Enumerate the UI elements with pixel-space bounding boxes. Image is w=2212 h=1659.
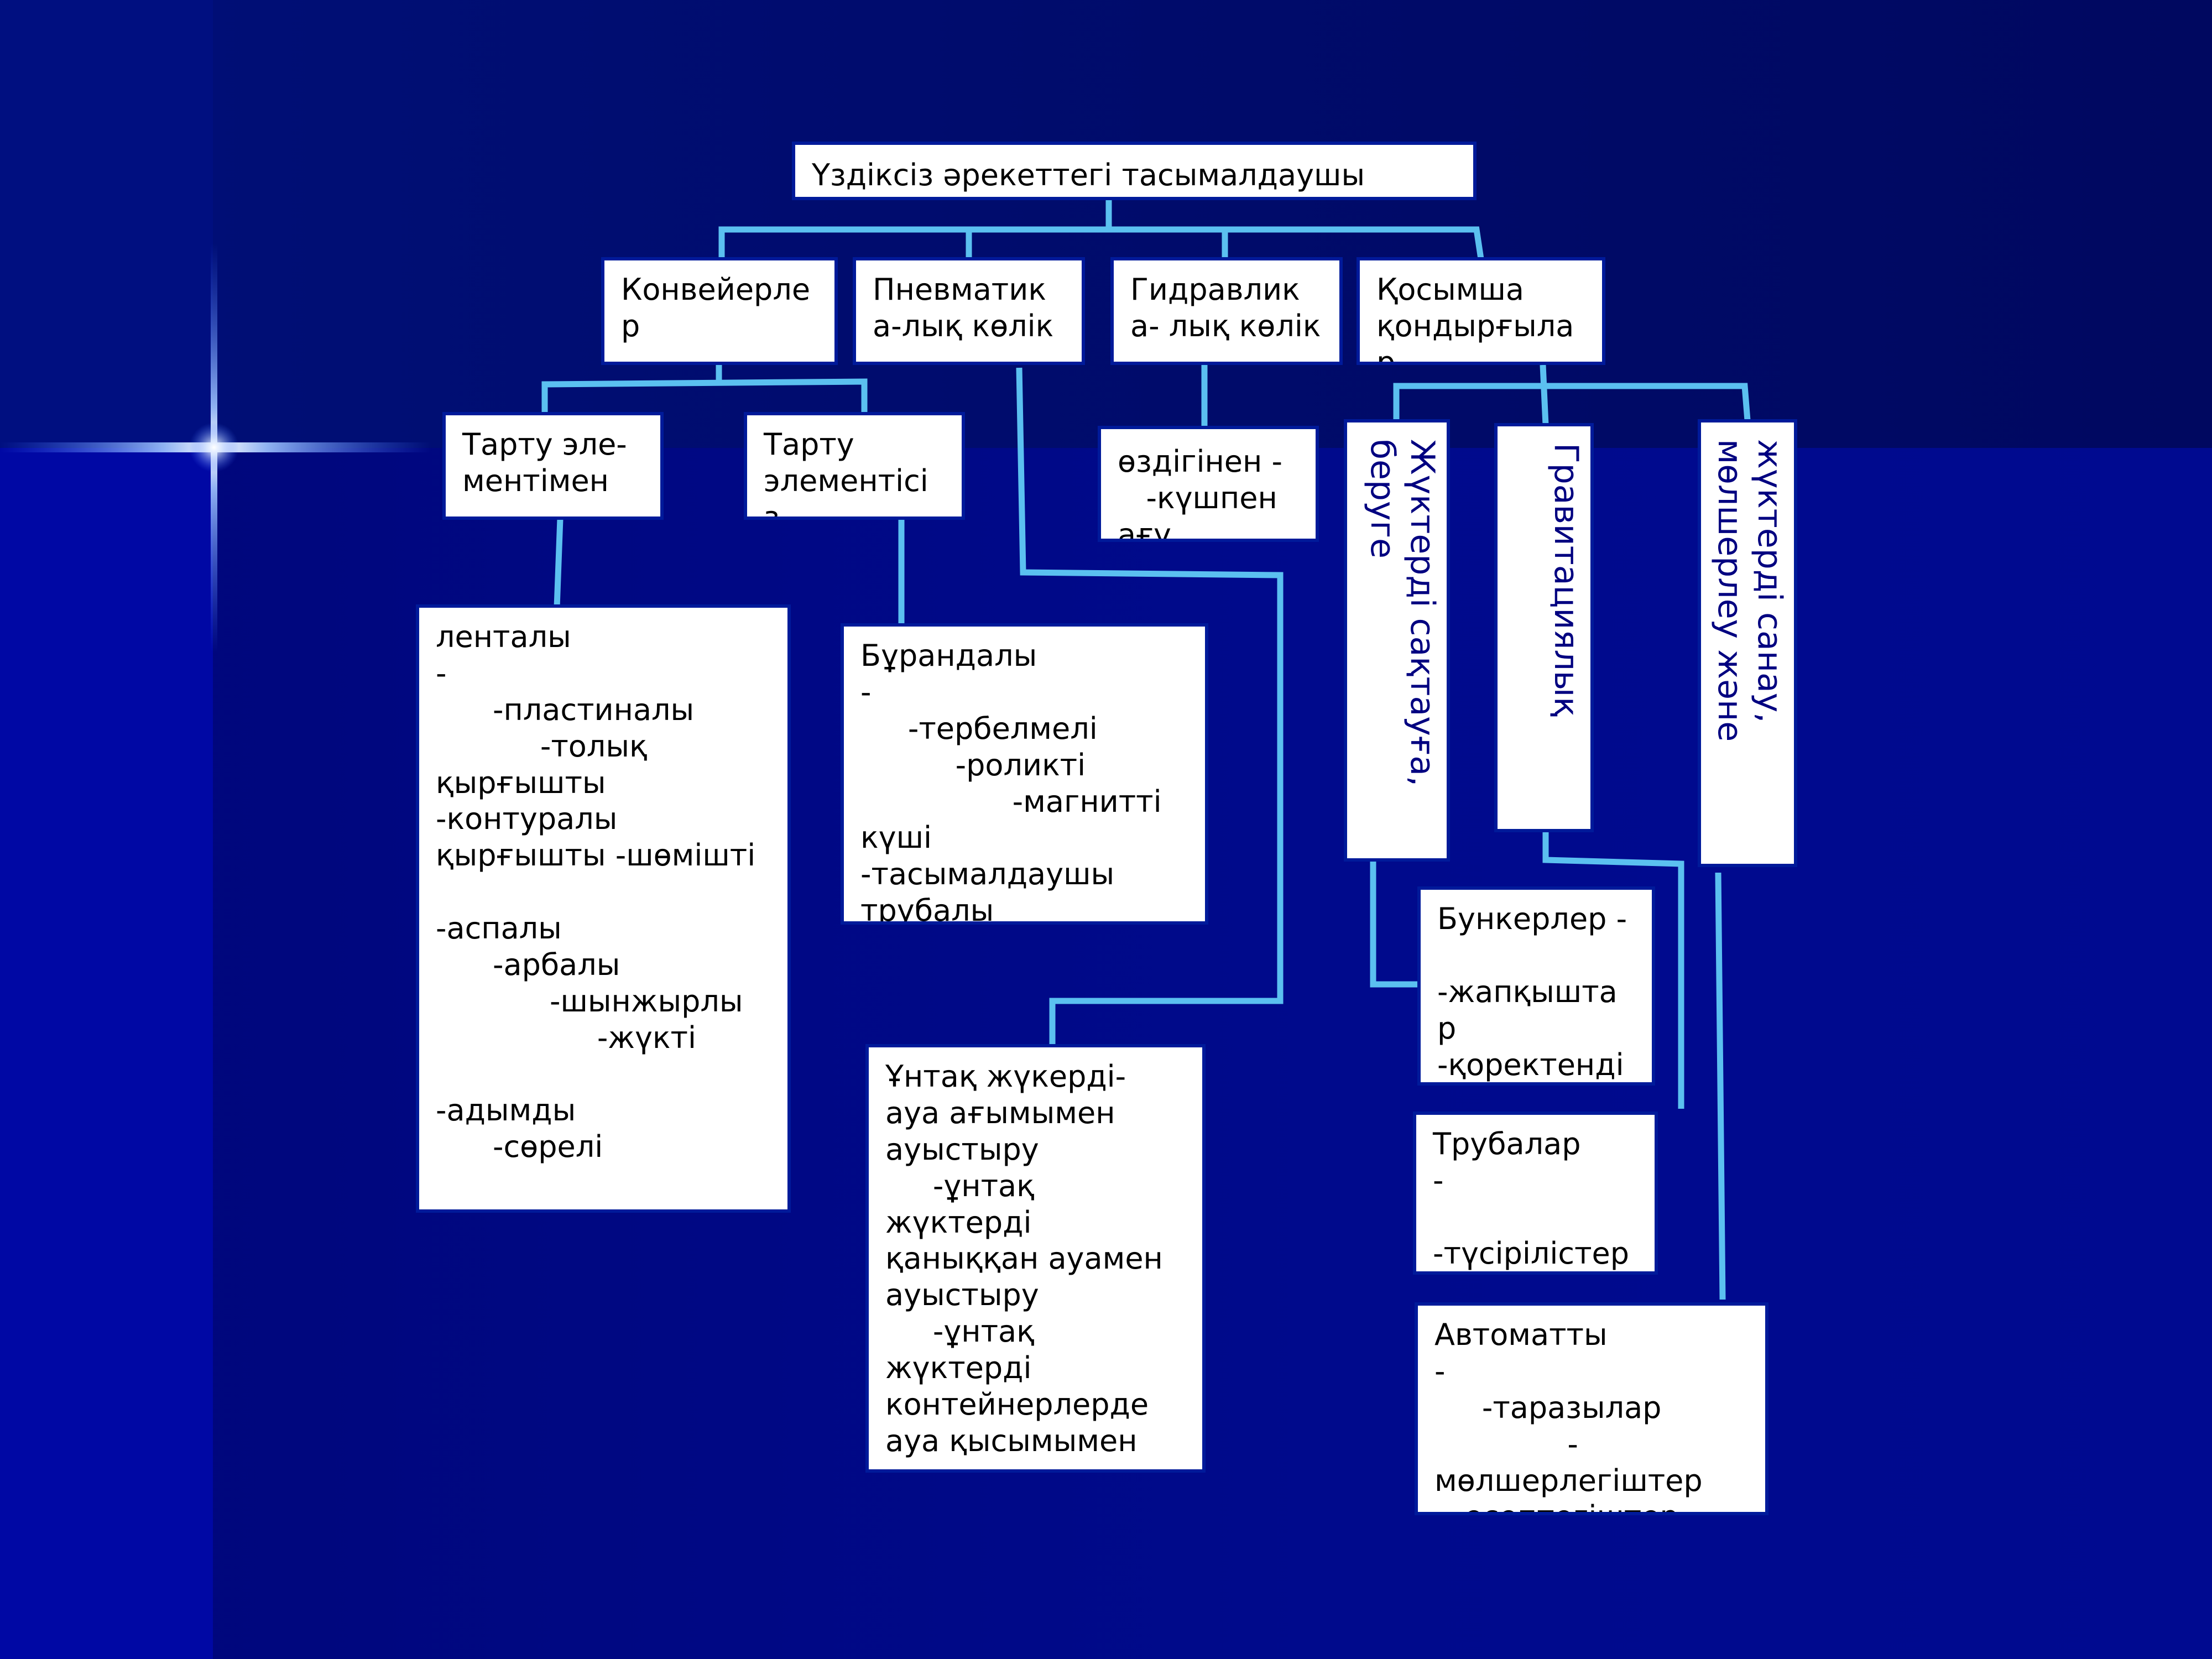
with-traction-element-box: Тарту эле- ментімен [442, 412, 664, 520]
connector-counting-to-automatic [1715, 872, 1726, 1300]
without-traction-element-box: Тарту элементісі з [744, 412, 965, 520]
connector-auxiliary-bus [1393, 383, 1751, 421]
connector-gravity-to-pipes [1542, 832, 1684, 1109]
gravity-vertical-box: Гравитациялық [1494, 423, 1594, 832]
counting-dosing-vertical-box: жүктерді санау, мөлшерлеу және [1698, 419, 1797, 867]
counting-dosing-label: жүктерді санау, мөлшерлеу және [1710, 439, 1789, 742]
connector-storage-to-bunkers [1370, 857, 1418, 988]
gravity-label: Гравитациялық [1547, 443, 1585, 717]
background-left-strip-lower [0, 448, 213, 1659]
auxiliary-equipment-box: Қосымша қондырғыла р [1357, 257, 1605, 365]
pneumatic-transport-box: Пневматик а-лық көлік [853, 257, 1085, 365]
connector-level1-bus [718, 226, 1484, 259]
connector-to-gravity [1540, 364, 1549, 425]
storage-supply-label: Жүктерді сақтауға, беруге [1363, 439, 1442, 797]
storage-supply-vertical-box: Жүктерді сақтауға, беруге [1344, 419, 1450, 862]
bunkers-box: Бункерлер - -жапқышта р -қоректенді р гі… [1417, 886, 1655, 1086]
background-left-strip-upper [0, 0, 213, 448]
connector-pneumatic-route [1016, 367, 1284, 1047]
conveyors-box: Конвейерле р [601, 257, 838, 365]
connector-with-traction-stem [554, 518, 564, 608]
root-title-box: Үздіксіз әрекеттегі тасымалдаушы машинал… [792, 142, 1477, 200]
automatic-devices-box: Автоматты - -таразылар - мөлшерлегіштер … [1415, 1302, 1768, 1515]
connector-conveyors-bus [541, 378, 868, 415]
pipes-box: Трубалар - -түсірілістер - беткейлер [1413, 1112, 1658, 1275]
traction-conveyor-types-box: ленталы - -пластиналы -толық қырғышты -к… [416, 604, 791, 1213]
hydraulic-transport-box: Гидравлик а- лық көлік [1110, 257, 1343, 365]
non-traction-conveyor-types-box: Бұрандалы - -тербелмелі -роликті -магнит… [841, 623, 1208, 925]
self-flow-box: өздігінен - -күшпен ағу [1098, 426, 1319, 542]
pneumatic-transport-types-box: Ұнтақ жүкерді- ауа ағымымен ауыстыру -ұн… [865, 1044, 1206, 1473]
